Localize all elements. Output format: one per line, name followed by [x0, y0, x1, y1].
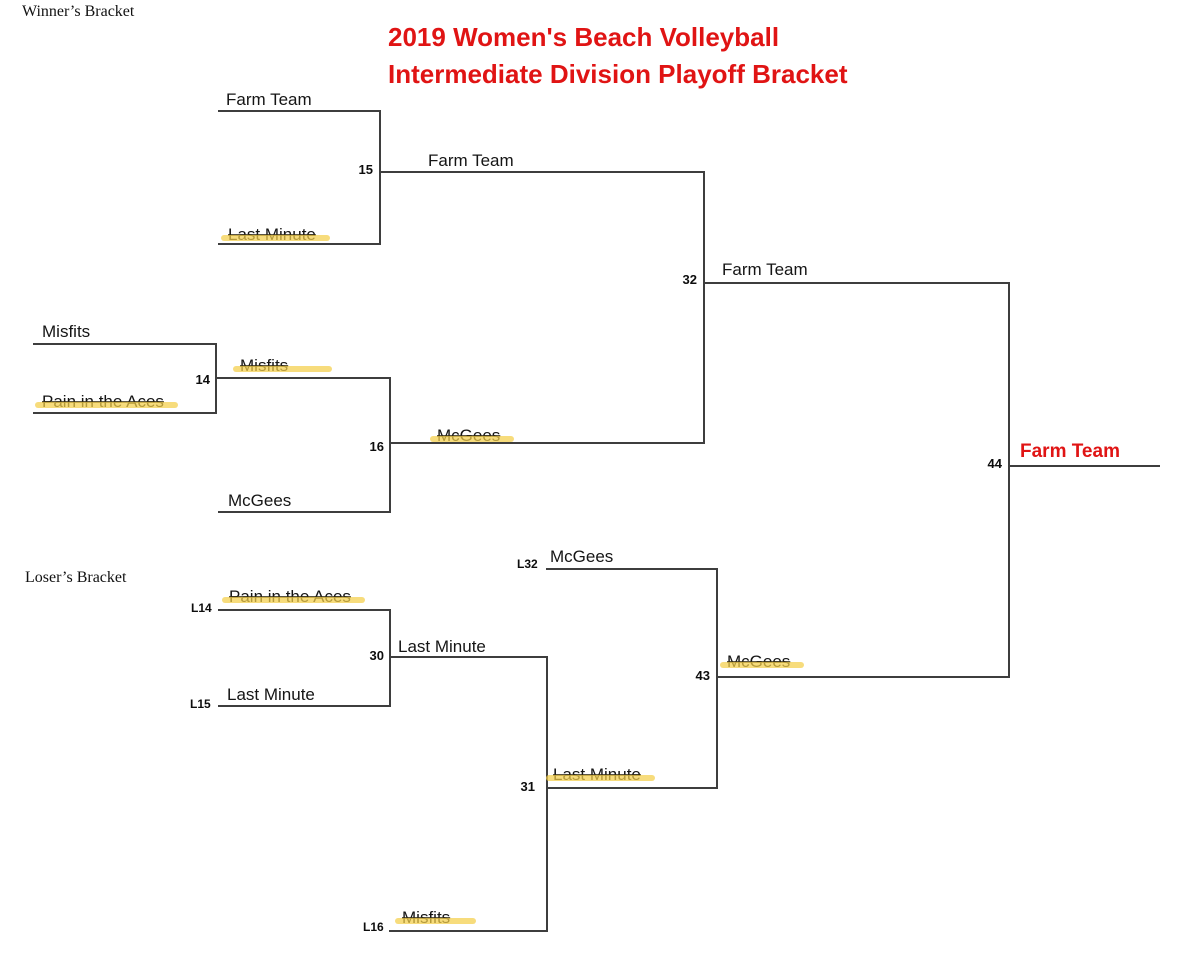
match32-number: 32 [682, 272, 697, 287]
page-title-line2: Intermediate Division Playoff Bracket [388, 59, 848, 89]
match16-bottom-team: McGees [228, 491, 292, 510]
match30-winner-line [389, 656, 548, 658]
match43-top-line [546, 568, 718, 570]
match31-vertical-line [546, 656, 548, 932]
match30-vertical-line [389, 609, 391, 707]
match43-number: 43 [695, 668, 710, 683]
match15-vertical-line [379, 110, 381, 245]
champion-name: Farm Team [1020, 441, 1120, 462]
match31-bottom-team: Misfits [394, 908, 477, 927]
match30-bottom-team: Last Minute [227, 685, 315, 704]
match14-bottom-team: Pain in the Aces [35, 392, 178, 411]
match15-bottom-line [218, 243, 381, 245]
match30-winner: Last Minute [398, 637, 486, 656]
match30-top-seed: L14 [191, 601, 212, 615]
match15-bottom-team: Last Minute [221, 225, 330, 244]
champion-line [1008, 465, 1160, 467]
match14-bottom-line [33, 412, 217, 414]
match43-winner-line [716, 676, 1010, 678]
losers-bracket-label: Loser’s Bracket [25, 569, 127, 586]
match31-bottom-line [389, 930, 548, 932]
match30-top-team: Pain in the Aces [222, 587, 365, 606]
match16-number: 16 [369, 439, 384, 454]
final-number: 44 [987, 456, 1002, 471]
match14-top-line [33, 343, 217, 345]
match16-winner-line [389, 442, 705, 444]
match43-vertical-line [716, 568, 718, 789]
match15-top-line [218, 110, 381, 112]
match15-winner: Farm Team [428, 151, 514, 170]
match32-winner-line [703, 282, 1010, 284]
match30-bottom-line [218, 705, 391, 707]
match31-bottom-seed: L16 [363, 920, 384, 934]
match14-number: 14 [195, 372, 210, 387]
match31-winner: Last Minute [546, 765, 655, 784]
match30-top-line [218, 609, 391, 611]
page-title-line1: 2019 Women's Beach Volleyball [388, 22, 780, 52]
match30-number: 30 [369, 648, 384, 663]
match15-winner-line [379, 171, 705, 173]
match14-winner: Misfits [232, 356, 333, 375]
final-vertical-line [1008, 282, 1010, 678]
match43-top-seed: L32 [517, 557, 538, 571]
match16-vertical-line [389, 377, 391, 513]
winners-bracket-label: Winner’s Bracket [22, 3, 135, 20]
match30-bottom-seed: L15 [190, 697, 211, 711]
match31-number: 31 [520, 779, 535, 794]
match43-top-team: McGees [550, 547, 614, 566]
match32-winner: Farm Team [722, 260, 808, 279]
match16-bottom-line [218, 511, 391, 513]
match31-winner-line [546, 787, 718, 789]
match14-top-team: Misfits [42, 322, 91, 341]
match32-vertical-line [703, 171, 705, 444]
match16-winner: McGees [429, 426, 515, 445]
match14-winner-line [215, 377, 391, 379]
match15-top-team: Farm Team [226, 90, 312, 109]
match15-number: 15 [358, 162, 373, 177]
match43-winner: McGees [719, 652, 805, 671]
